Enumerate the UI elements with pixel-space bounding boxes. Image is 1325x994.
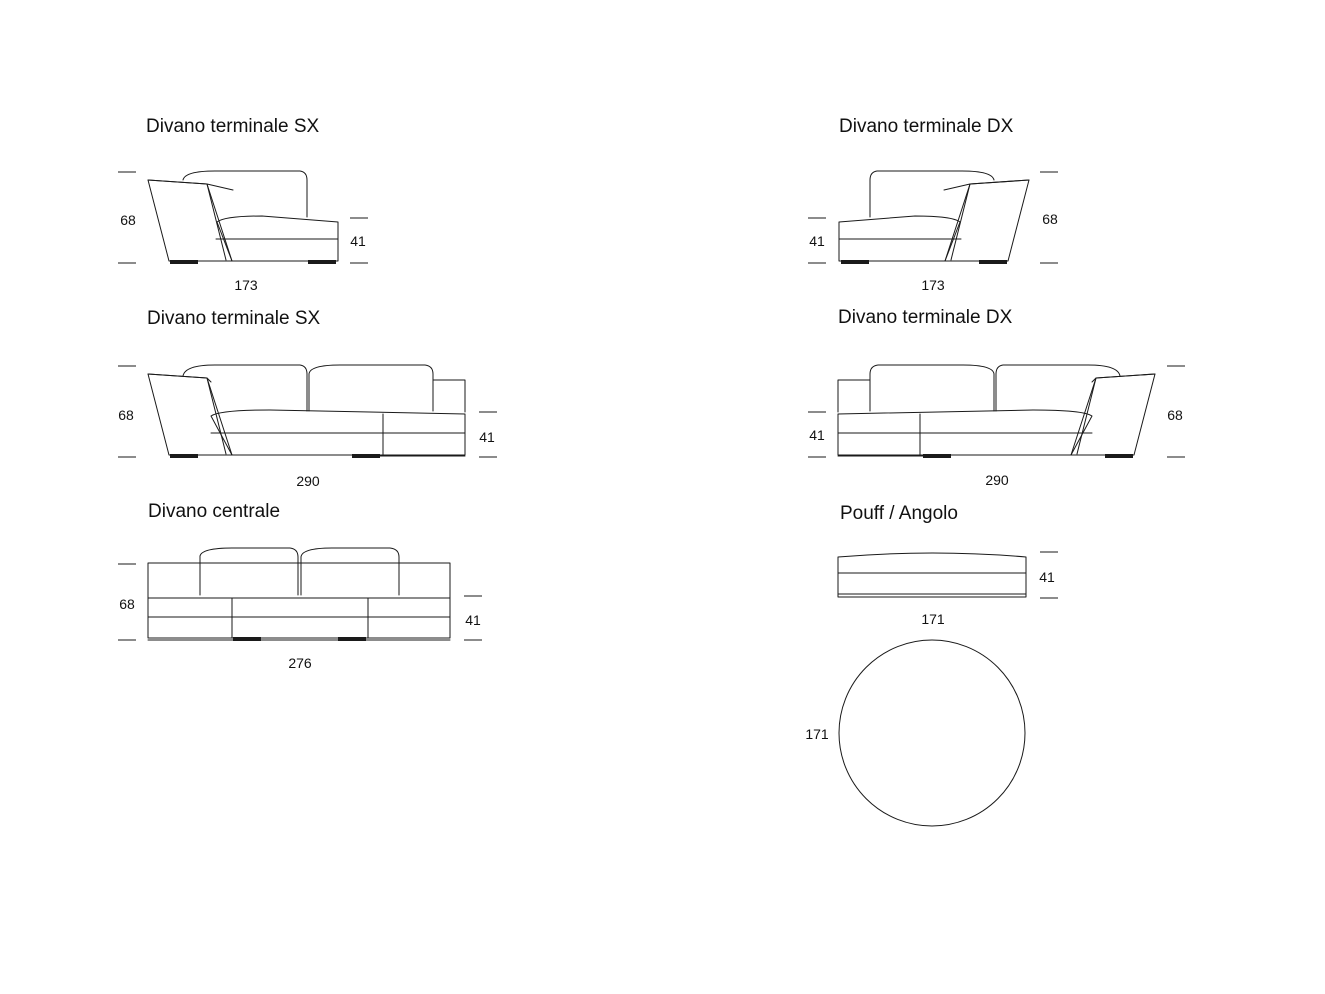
seat-height-dimension: 41 xyxy=(809,233,825,249)
sofa-foot xyxy=(352,454,380,458)
back-cushion xyxy=(199,547,299,596)
module-central: Divano centrale 68 41 276 xyxy=(118,501,482,671)
seat-height-dimension: 41 xyxy=(809,427,825,443)
armrest-detail xyxy=(1076,373,1156,455)
module-title: Divano terminale DX xyxy=(839,116,1014,137)
seat-height-dimension: 41 xyxy=(350,233,366,249)
sofa-drawing xyxy=(838,170,1030,264)
seat xyxy=(837,409,1093,456)
height-dimension: 68 xyxy=(1042,211,1058,227)
module-dx-short: Divano terminale DX 68 41 173 xyxy=(808,116,1058,293)
height-dimension: 68 xyxy=(118,407,134,423)
sofa-drawing xyxy=(147,364,466,458)
module-title: Pouff / Angolo xyxy=(840,503,958,524)
back-cushion xyxy=(869,170,995,218)
width-dimension: 171 xyxy=(921,611,945,627)
module-title: Divano terminale SX xyxy=(147,308,321,329)
module-sx-long: Divano terminale SX 68 41 290 xyxy=(118,308,497,489)
pouff-cushion xyxy=(837,552,1027,598)
height-dimension: 68 xyxy=(1167,407,1183,423)
seat xyxy=(210,409,466,456)
sofa-foot xyxy=(841,260,869,264)
height-dimension: 68 xyxy=(120,212,136,228)
seat-height-dimension: 41 xyxy=(465,612,481,628)
width-dimension: 173 xyxy=(234,277,258,293)
sofa-foot xyxy=(1105,454,1133,458)
back-cushion xyxy=(308,364,434,412)
seat-height-dimension: 41 xyxy=(479,429,495,445)
module-title: Divano terminale DX xyxy=(838,307,1013,328)
back-cushion xyxy=(182,364,308,412)
module-title: Divano centrale xyxy=(148,501,280,522)
width-dimension: 290 xyxy=(985,472,1009,488)
seat-height-dimension: 41 xyxy=(1039,569,1055,585)
armrest-detail xyxy=(147,373,227,455)
sofa-drawing xyxy=(837,364,1156,458)
sofa-foot xyxy=(233,637,261,641)
back-frame xyxy=(432,379,466,413)
back-frame xyxy=(147,562,451,599)
seat xyxy=(838,215,961,262)
sofa-foot xyxy=(979,260,1007,264)
seat-division xyxy=(837,413,1093,456)
sofa-drawing xyxy=(147,547,451,641)
module-title: Divano terminale SX xyxy=(146,116,320,137)
module-dx-long: Divano terminale DX 68 41 290 xyxy=(808,307,1185,488)
width-dimension: 276 xyxy=(288,655,312,671)
depth-dimension: 171 xyxy=(805,726,829,742)
sofa-foot xyxy=(923,454,951,458)
pouff-side-drawing xyxy=(837,552,1027,598)
sofa-drawing xyxy=(147,170,339,264)
sofa-foot xyxy=(170,454,198,458)
seat-division xyxy=(210,413,466,456)
back-cushion xyxy=(182,170,308,218)
sofa-foot xyxy=(170,260,198,264)
back-cushion xyxy=(300,547,400,596)
pouff-top-view xyxy=(838,639,1026,827)
back-frame xyxy=(837,379,871,413)
height-dimension: 68 xyxy=(119,596,135,612)
width-dimension: 173 xyxy=(921,277,945,293)
seat xyxy=(147,597,451,639)
armrest xyxy=(1070,373,1156,456)
armrest xyxy=(147,373,233,456)
sofa-foot xyxy=(338,637,366,641)
module-pouff: Pouff / Angolo 41 171 171 xyxy=(805,503,1058,827)
back-cushion xyxy=(995,364,1121,412)
sofa-foot xyxy=(308,260,336,264)
module-sx-short: Divano terminale SX 68 41 173 xyxy=(118,116,368,293)
seat xyxy=(216,215,339,262)
width-dimension: 290 xyxy=(296,473,320,489)
seat-center-cushion xyxy=(231,597,369,639)
back-cushion xyxy=(869,364,995,412)
